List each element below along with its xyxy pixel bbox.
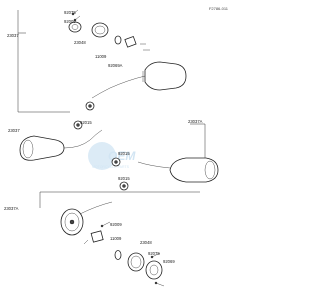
top-socket [124, 36, 150, 51]
label-92015-low: 92015 [118, 176, 130, 181]
left-nut [73, 120, 83, 130]
label-92075-top: 92075 [64, 10, 76, 15]
bottom-assembly-bracket [39, 191, 200, 208]
label-92009-bottom: 92009 [110, 222, 122, 227]
top-screws [71, 9, 81, 22]
label-92009-top: 92009 [64, 19, 76, 24]
label-23048-bottom: 23048 [140, 240, 152, 245]
label-23037a-bottom: 23037A [4, 206, 19, 211]
label-92069-bottom: 92069 [163, 259, 175, 264]
label-92069a-top: 92069A [108, 63, 123, 68]
right-turn-signal [137, 157, 219, 183]
svg-text:MOTORCYCLE PARTS: MOTORCYCLE PARTS [92, 165, 130, 169]
label-23048-top: 23048 [74, 40, 86, 45]
label-11009-bottom: 11009 [110, 236, 122, 241]
bottom-lens [145, 260, 163, 280]
top-turn-signal-body [91, 61, 187, 99]
label-92015-left: 92015 [80, 120, 92, 125]
turn-signal-exploded-diagram: F2786-011 OEM MOTORCYCLE PARTS [4, 6, 229, 287]
label-11009-top: 11009 [95, 54, 107, 59]
label-92015-mid: 92015 [118, 151, 130, 156]
oem-watermark-logo: OEM MOTORCYCLE PARTS [88, 142, 136, 170]
bottom-screws [150, 252, 165, 287]
diagram-reference-code: F2786-011 [209, 6, 229, 11]
lower-nut [119, 181, 129, 191]
bottom-gasket [127, 252, 145, 272]
top-gasket [91, 22, 109, 38]
bottom-screw-92009 [100, 221, 111, 228]
bottom-socket [83, 230, 104, 245]
bottom-housing [60, 201, 113, 236]
label-23037a-right: 23037A [188, 119, 203, 124]
label-23037-left: 23037 [8, 128, 20, 133]
top-assembly-bracket [17, 10, 70, 113]
bottom-bulb [114, 250, 122, 260]
right-bracket [190, 123, 206, 158]
top-nut [85, 101, 95, 111]
label-92075-bottom: 92075 [148, 251, 160, 256]
top-lens [68, 21, 82, 33]
left-turn-signal [19, 129, 103, 161]
top-bulb [114, 35, 122, 45]
middle-nut [111, 157, 121, 167]
label-23037-top: 23037 [7, 33, 19, 38]
